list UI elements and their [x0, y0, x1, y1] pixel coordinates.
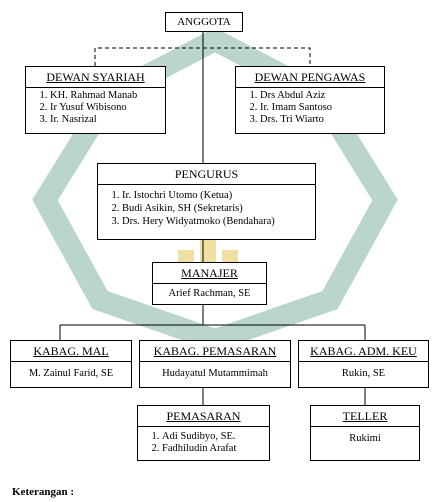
- pemasaran-box: PEMASARAN Adi Sudibyo, SE. Fadhiludin Ar…: [137, 405, 270, 461]
- teller-box: TELLER Rukimi: [310, 405, 420, 461]
- kabag-pemasaran-title: KABAG. PEMASARAN: [140, 341, 290, 362]
- kabag-adm-keu-title: KABAG. ADM. KEU: [299, 341, 428, 362]
- dewan-pengawas-box: DEWAN PENGAWAS Drs Abdul Aziz Ir. Imam S…: [235, 66, 385, 134]
- pemasaran-member: Fadhiludin Arafat: [162, 443, 263, 455]
- dewan-syariah-box: DEWAN SYARIAH KH. Rahmad Manab Ir Yusuf …: [25, 66, 166, 134]
- kabag-mal-title: KABAG. MAL: [11, 341, 131, 362]
- dewan-syariah-member: Ir Yusuf Wibisono: [50, 102, 159, 114]
- pengurus-member: Ir. Istochri Utomo (Ketua): [122, 189, 309, 202]
- manajer-name: Arief Rachman, SE: [168, 288, 251, 299]
- pengurus-box: PENGURUS Ir. Istochri Utomo (Ketua) Budi…: [97, 163, 316, 240]
- pengurus-member: Drs. Hery Widyatmoko (Bendahara): [122, 215, 309, 228]
- anggota-box: ANGGOTA: [165, 12, 243, 32]
- pemasaran-title: PEMASARAN: [138, 406, 269, 427]
- kabag-adm-keu-box: KABAG. ADM. KEU Rukin, SE: [298, 340, 429, 388]
- kabag-mal-name: M. Zainul Farid, SE: [28, 368, 114, 379]
- manajer-box: MANAJER Arief Rachman, SE: [152, 262, 267, 305]
- kabag-adm-keu-name: Rukin, SE: [341, 368, 386, 379]
- pengurus-member: Budi Asikin, SH (Sekretaris): [122, 202, 309, 215]
- teller-name: Rukimi: [349, 433, 381, 444]
- dewan-pengawas-title: DEWAN PENGAWAS: [236, 67, 384, 88]
- dewan-syariah-member: Ir. Nasrizal: [50, 114, 159, 126]
- keterangan-label: Keterangan :: [12, 486, 75, 498]
- dewan-pengawas-member: Drs. Tri Wiarto: [260, 114, 378, 126]
- dewan-pengawas-member: Ir. Imam Santoso: [260, 102, 378, 114]
- kabag-pemasaran-box: KABAG. PEMASARAN Hudayatul Mutammimah: [139, 340, 291, 388]
- dewan-pengawas-member: Drs Abdul Aziz: [260, 90, 378, 102]
- anggota-label: ANGGOTA: [177, 16, 231, 28]
- kabag-pemasaran-name: Hudayatul Mutammimah: [162, 368, 268, 379]
- teller-title: TELLER: [311, 406, 419, 427]
- kabag-mal-box: KABAG. MAL M. Zainul Farid, SE: [10, 340, 132, 388]
- dewan-syariah-title: DEWAN SYARIAH: [26, 67, 165, 88]
- pemasaran-member: Adi Sudibyo, SE.: [162, 431, 263, 443]
- pengurus-title: PENGURUS: [98, 164, 315, 185]
- manajer-title: MANAJER: [153, 263, 266, 284]
- dewan-syariah-member: KH. Rahmad Manab: [50, 90, 159, 102]
